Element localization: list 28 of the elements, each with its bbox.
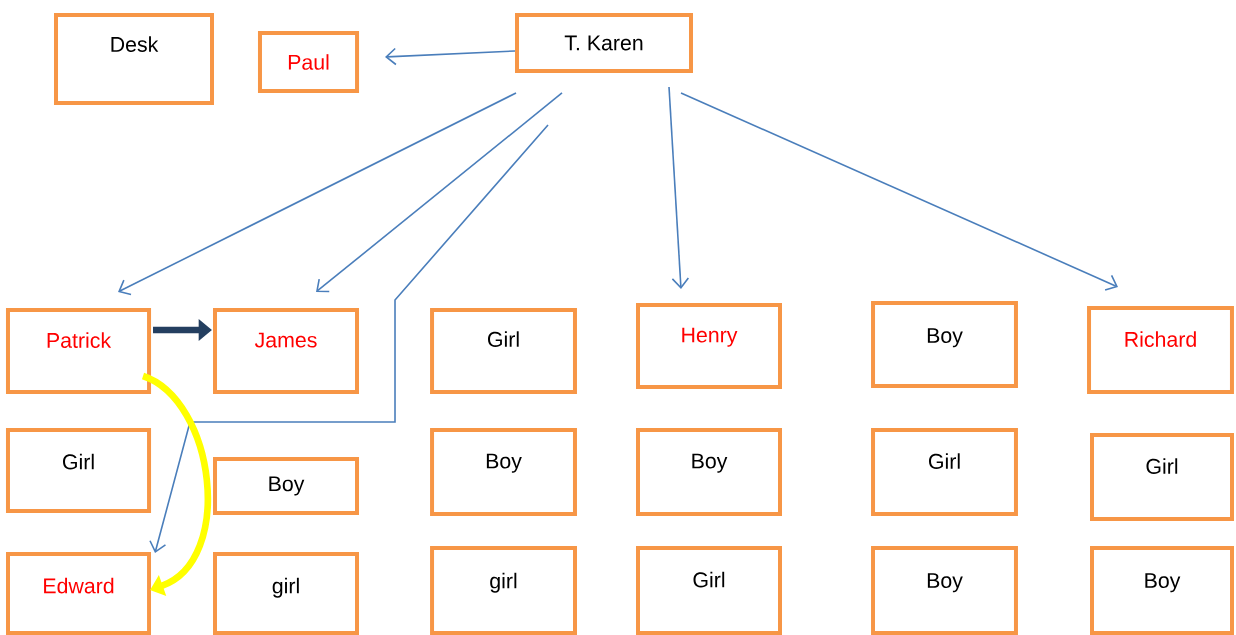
seat-box: Boy (213, 457, 359, 515)
seat-box: Girl (1090, 433, 1234, 521)
seat-box: Boy (871, 301, 1018, 388)
arrow (149, 124, 549, 553)
name-box: Richard (1087, 306, 1234, 394)
seat-box: Desk (54, 13, 214, 105)
arrow (118, 92, 517, 296)
name-box: Edward (6, 552, 152, 635)
seat-box: Girl (430, 308, 577, 394)
seat-box: Boy (636, 428, 782, 516)
seat-box: Girl (6, 427, 152, 514)
seat-box: Boy (871, 545, 1018, 635)
seat-box: girl (430, 545, 577, 635)
name-box: Henry (636, 303, 782, 389)
seat-box: Girl (636, 545, 782, 635)
seat-box: T. Karen (515, 13, 693, 73)
name-box: Patrick (6, 308, 152, 394)
seat-box: Boy (1090, 545, 1234, 635)
seat-box: Boy (430, 428, 577, 516)
name-box: James (213, 308, 359, 394)
arrow (385, 47, 516, 66)
arrow (668, 86, 690, 289)
arrow (680, 92, 1118, 291)
name-box: Paul (258, 31, 360, 93)
seat-box: Girl (871, 428, 1018, 516)
curved-arrow (141, 373, 212, 597)
arrow (316, 92, 563, 293)
seat-box: girl (213, 552, 359, 635)
